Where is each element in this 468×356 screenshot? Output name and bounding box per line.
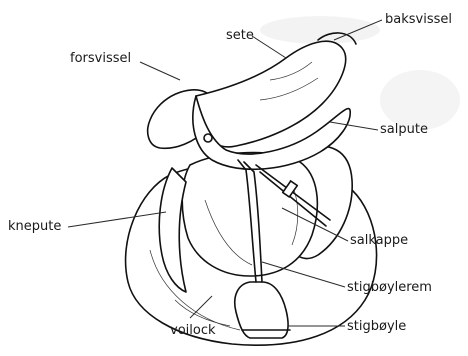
label-baksvissel: baksvissel: [385, 12, 452, 27]
label-stigboyle: stigbøyle: [347, 319, 406, 334]
label-knepute: knepute: [8, 219, 61, 234]
label-forsvissel: forsvissel: [70, 51, 131, 66]
label-sete: sete: [226, 28, 254, 43]
skirt-rivet: [204, 134, 212, 142]
label-stigboylerem: stigbøylerem: [347, 280, 432, 295]
label-salkappe: salkappe: [350, 233, 408, 248]
label-salpute: salpute: [380, 122, 428, 137]
label-voilock: voilock: [170, 323, 216, 338]
